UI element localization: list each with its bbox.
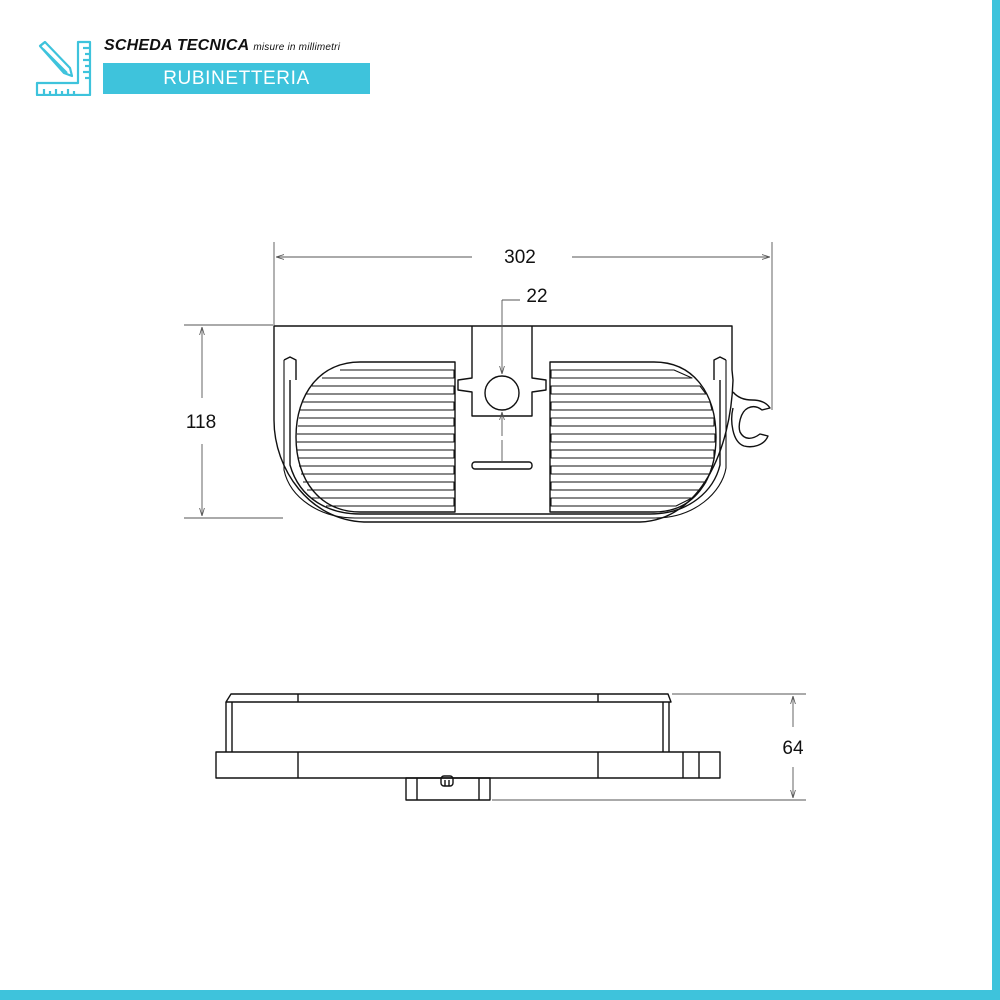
dim-depth xyxy=(492,693,806,801)
side-view xyxy=(215,693,721,801)
dim-hole-label: 22 xyxy=(526,286,547,307)
side-basket-wall xyxy=(225,702,670,752)
dim-hole xyxy=(502,299,520,462)
dim-depth-label: 64 xyxy=(782,738,804,759)
dim-height xyxy=(184,324,283,519)
basket-inner-rim xyxy=(289,380,721,515)
dim-width xyxy=(273,242,773,410)
side-hook xyxy=(731,391,771,448)
accent-border-right xyxy=(992,0,1000,1000)
side-basket-top xyxy=(225,693,672,703)
left-grille-slats xyxy=(297,369,455,507)
right-grille-slats xyxy=(550,369,716,507)
side-clamp xyxy=(405,777,491,801)
dim-height-label: 118 xyxy=(186,412,216,433)
center-slot xyxy=(471,461,533,470)
ruler-pencil-icon xyxy=(35,40,92,96)
right-grille-frame xyxy=(549,361,717,513)
header-subtitle: misure in millimetri xyxy=(253,42,341,53)
mount-hole xyxy=(484,375,520,411)
basket-outline xyxy=(273,325,734,523)
category-band: RUBINETTERIA xyxy=(103,63,370,94)
dim-width-label: 302 xyxy=(504,247,536,268)
side-base xyxy=(215,751,721,779)
top-view xyxy=(273,325,771,523)
accent-border-bottom xyxy=(0,990,1000,1000)
left-grille-frame xyxy=(295,361,456,513)
side-screw xyxy=(440,775,454,787)
